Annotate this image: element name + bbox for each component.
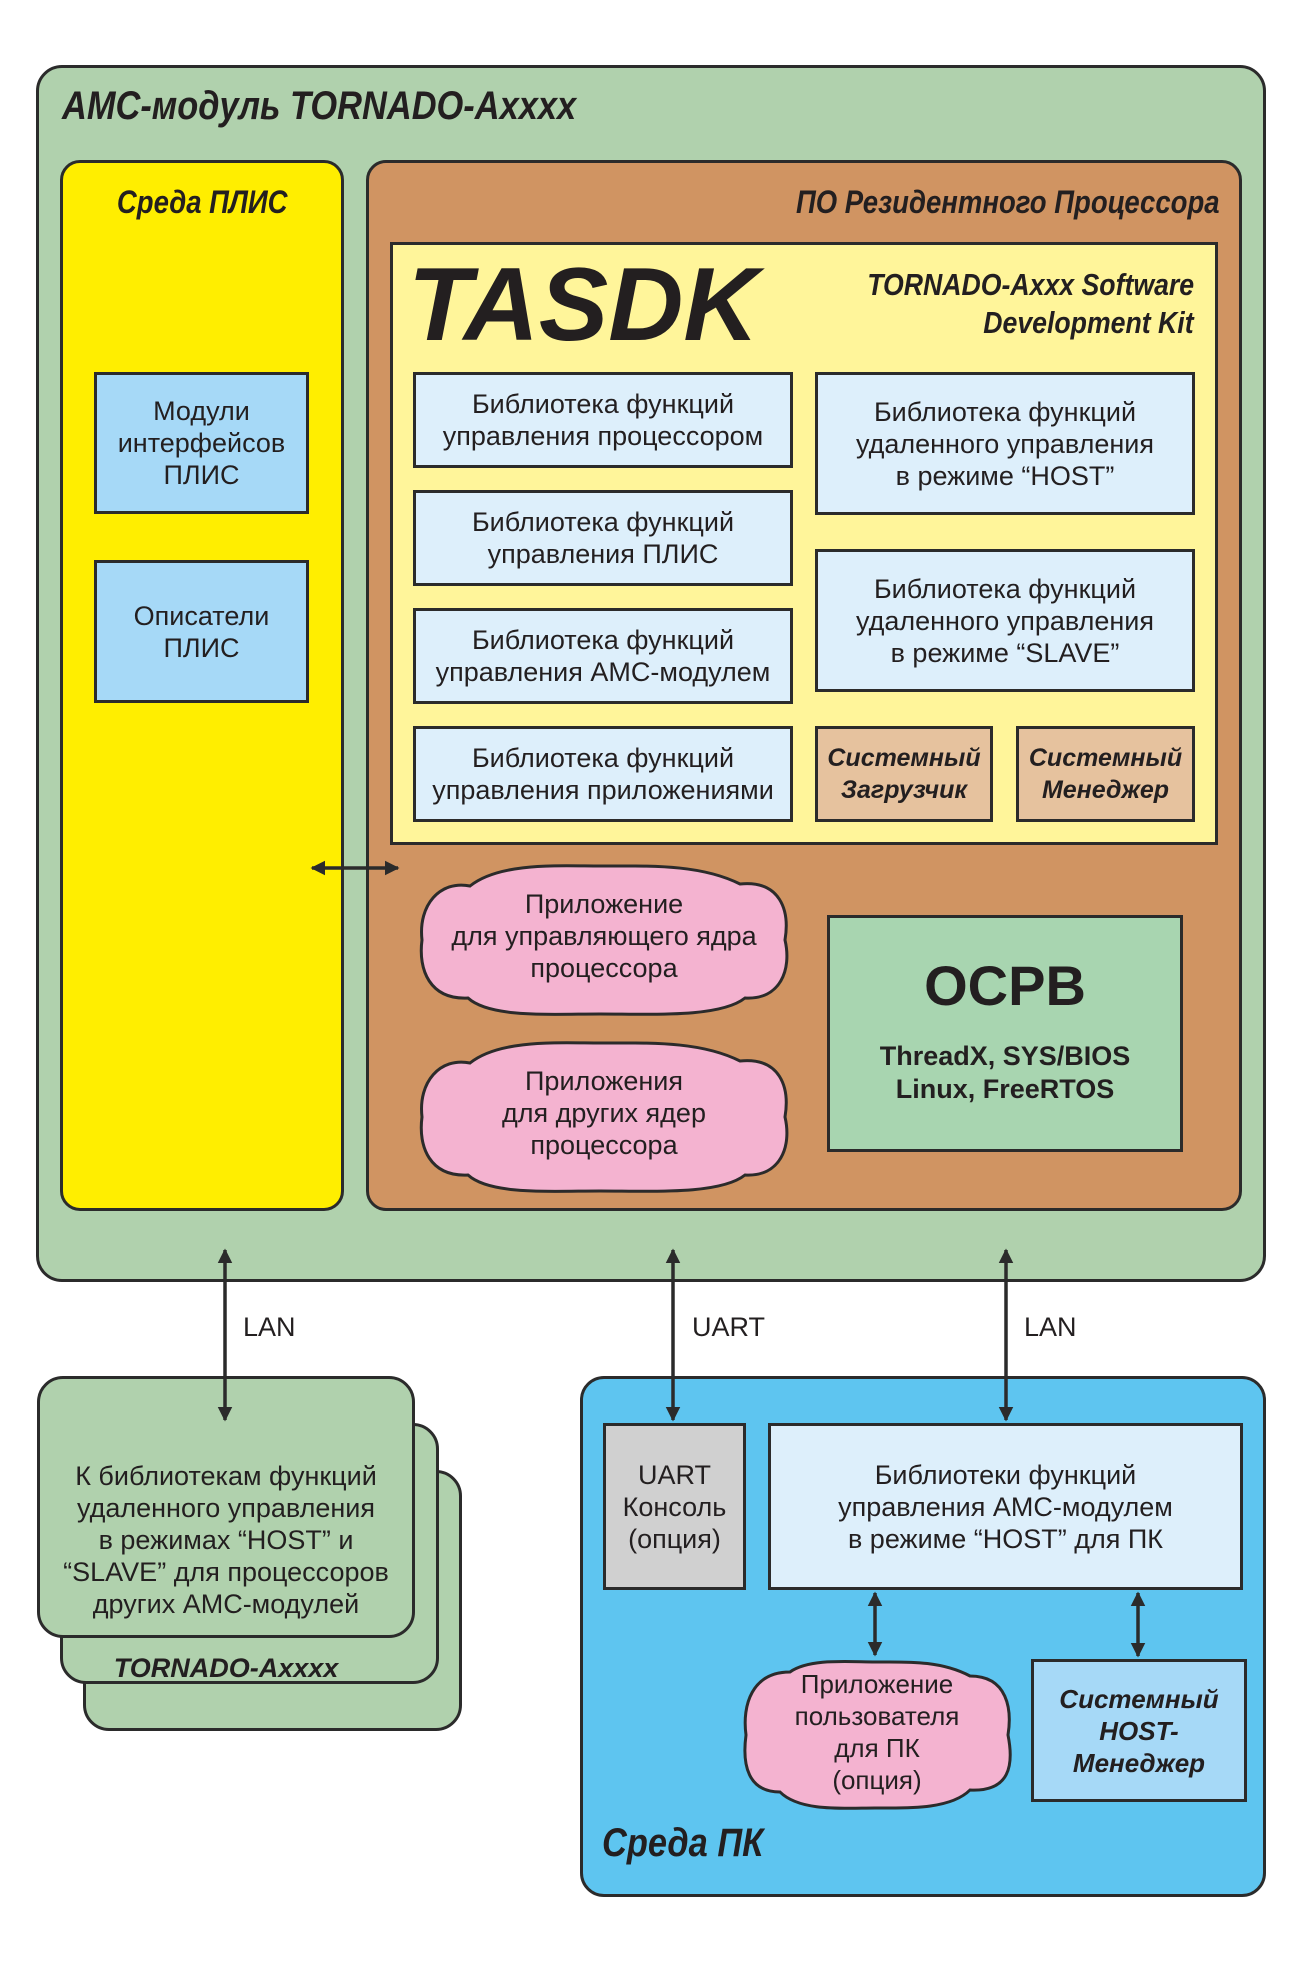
main-core-app-label: Приложение для управляющего ядра процесс… [451,889,757,983]
rtos-line-2: Linux, FreeRTOS [895,1074,1115,1104]
lib-processor-control[interactable]: Библиотека функций управления процессоро… [413,372,793,468]
other-modules-brand: TORNADO-Axxxx [113,1653,339,1683]
fpga-descriptors[interactable]: Описатели ПЛИС [94,560,309,703]
other-cores-app-label: Приложения для других ядер процессора [502,1066,706,1160]
fpga-interface-modules[interactable]: Модули интерфейсов ПЛИС [94,372,309,514]
processor-software-title: ПО Резидентного Процессора [796,184,1220,220]
tasdk-logo: TASDK [408,247,759,363]
lib-amc-module-control[interactable]: Библиотека функций управления АМС-модуле… [413,608,793,704]
system-host-manager[interactable]: Системный HOST- Менеджер [1031,1659,1247,1802]
pc-host-library[interactable]: Библиотеки функций управления АМС-модуле… [768,1423,1243,1590]
uart-console[interactable]: UART Консоль (опция) [603,1423,746,1590]
lan-left-label: LAN [243,1312,296,1342]
lan-right-label: LAN [1024,1312,1077,1342]
rtos-list: ThreadX, SYS/BIOS Linux, FreeRTOS [827,1040,1183,1106]
rtos-box[interactable] [827,915,1183,1152]
lib-remote-slave-mode[interactable]: Библиотека функций удаленного управления… [815,549,1195,692]
uart-label: UART [692,1312,766,1342]
pc-user-app-label: Приложение пользователя для ПК (опция) [794,1669,960,1795]
fpga-environment-title: Среда ПЛИС [116,183,288,220]
lib-fpga-control[interactable]: Библиотека функций управления ПЛИС [413,490,793,586]
system-loader[interactable]: Системный Загрузчик [815,726,993,822]
other-modules-text: К библиотекам функций удаленного управле… [37,1428,415,1716]
tasdk-subtitle: TORNADO-Axxx Software Development Kit [867,267,1194,340]
system-manager[interactable]: Системный Менеджер [1016,726,1195,822]
rtos-title: ОСРВ [924,953,1086,1017]
rtos-line-1: ThreadX, SYS/BIOS [879,1041,1131,1071]
pc-environment-title: Среда ПК [602,1821,764,1865]
lib-application-control[interactable]: Библиотека функций управления приложения… [413,726,793,822]
amc-module-title: АМС-модуль TORNADO-Axxxx [62,84,577,128]
lib-remote-host-mode[interactable]: Библиотека функций удаленного управления… [815,372,1195,515]
